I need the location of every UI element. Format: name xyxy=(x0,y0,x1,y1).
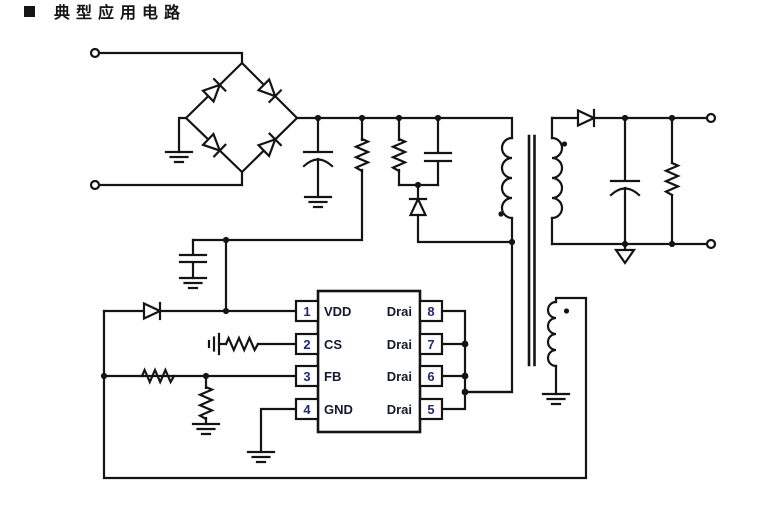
ic-pin-label-cs: CS xyxy=(324,337,342,352)
output-capacitor xyxy=(609,116,641,246)
ic-pin-label-drain8: Drai xyxy=(387,304,412,319)
ac-input-terminal-top xyxy=(89,47,101,59)
ic-pin7-number: 7 xyxy=(427,337,434,352)
ic-body xyxy=(316,289,422,434)
snubber-resistor xyxy=(391,116,407,187)
ic-pin2-box xyxy=(294,332,320,356)
ic-pin5-box xyxy=(418,397,444,421)
secondary-polarity-dot xyxy=(561,141,568,147)
fb-lower-resistor xyxy=(198,385,214,421)
cs-ground-symbol xyxy=(207,332,221,356)
cs-branch xyxy=(207,332,298,356)
bridge-ground-symbol xyxy=(164,150,194,164)
ic-ground-symbol xyxy=(246,450,276,464)
bulk-capacitor xyxy=(302,116,334,209)
aux-ground-symbol xyxy=(541,392,571,406)
transformer-primary-winding xyxy=(500,136,514,244)
output-return-rail xyxy=(550,242,709,265)
clamp-diode xyxy=(397,183,514,244)
primary-polarity-dot xyxy=(498,211,504,217)
ic-pin1-number: 1 xyxy=(303,304,310,319)
vdd-diode xyxy=(142,301,162,321)
ic-pin4-number: 4 xyxy=(303,402,311,417)
ic-pin1-box xyxy=(294,299,320,323)
junction-dots xyxy=(100,114,676,396)
vdd-capacitor xyxy=(178,238,208,290)
aux-polarity-dot xyxy=(563,308,570,314)
ic-pin6-number: 6 xyxy=(427,369,434,384)
fb-ground-symbol xyxy=(191,422,221,436)
vdd-cap-ground-symbol xyxy=(178,276,208,290)
ic-pin-label-drain5: Drai xyxy=(387,402,412,417)
drain-bus xyxy=(440,309,514,411)
ic-pin8-number: 8 xyxy=(427,304,434,319)
ic-pin3-number: 3 xyxy=(303,369,310,384)
ic-pin3-box xyxy=(294,364,320,388)
dc-output-terminal-bottom xyxy=(705,238,717,250)
bulk-cap-ground-symbol xyxy=(303,195,333,209)
cs-resistor xyxy=(224,336,260,352)
section-bullet-square xyxy=(24,5,35,17)
ic-pin8-box xyxy=(418,299,444,323)
dc-output-terminal-top xyxy=(705,112,717,124)
vdd-diode-branch xyxy=(102,238,298,321)
ic-pin-label-fb: FB xyxy=(324,369,341,384)
ic-pin6-box xyxy=(418,364,444,388)
ac-input-wiring xyxy=(97,51,299,187)
ic-pin-label-drain7: Drai xyxy=(387,337,412,352)
startup-resistor xyxy=(191,116,370,242)
fb-branch xyxy=(102,368,298,436)
section-title-text: 典型应用电路 xyxy=(54,3,187,22)
ic-pin7-box xyxy=(418,332,444,356)
section-title: 典型应用电路 xyxy=(24,2,187,22)
hv-top-rail xyxy=(295,116,514,140)
snubber-capacitor xyxy=(423,116,453,187)
ic-pin-label-gnd: GND xyxy=(324,402,353,417)
ic-pin-label-vdd: VDD xyxy=(324,304,351,319)
controller-ic: 1 2 3 4 8 7 6 5 VDD CS FB GND Drai Drai … xyxy=(294,289,444,434)
gnd-pin-branch xyxy=(246,407,298,464)
ic-pin4-box xyxy=(294,397,320,421)
aux-winding-loop xyxy=(102,296,588,480)
output-rectifier-diode xyxy=(550,108,709,128)
ic-pin5-number: 5 xyxy=(427,402,434,417)
ic-pin2-number: 2 xyxy=(303,337,310,352)
output-load-resistor xyxy=(664,116,680,246)
transformer-core xyxy=(527,134,536,367)
primary-to-drain-wire xyxy=(463,240,514,394)
bridge-rectifier xyxy=(164,78,282,164)
ic-pin-label-drain6: Drai xyxy=(387,369,412,384)
ac-input-terminal-bottom xyxy=(89,179,101,191)
output-earth-triangle xyxy=(613,248,637,265)
transformer-secondary-winding xyxy=(550,116,564,246)
